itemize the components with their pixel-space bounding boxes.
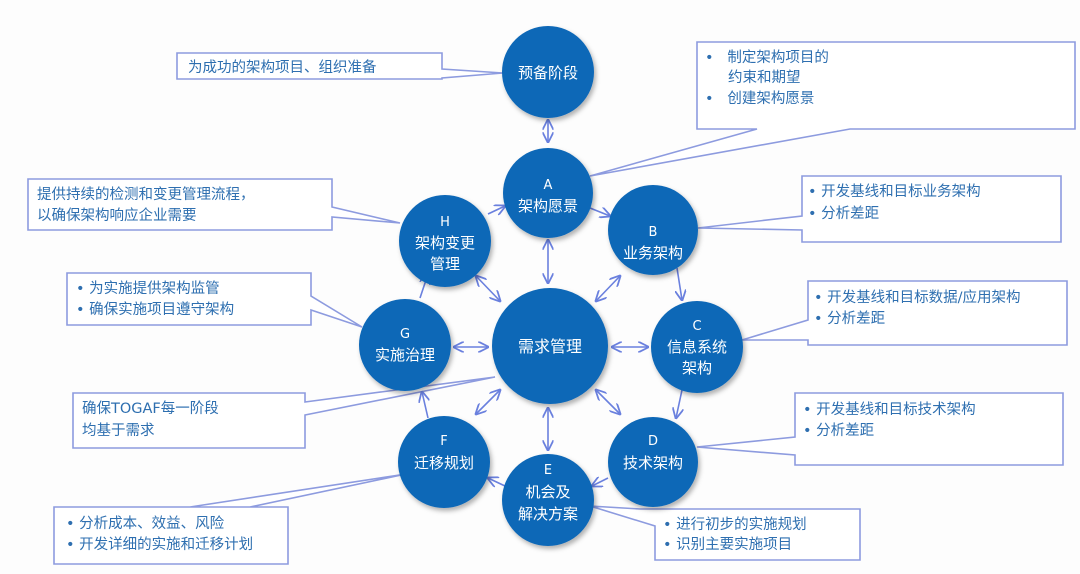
node-e: E 机会及 解决方案 — [502, 454, 594, 546]
callout-c: • 开发基线和目标数据/应用架构 • 分析差距 — [741, 280, 1068, 346]
node-d-letter: D — [648, 434, 658, 449]
node-h: H 架构变更 管理 — [399, 195, 491, 287]
node-g-label: 实施治理 — [375, 346, 435, 364]
callout-a-line: 约束和期望 — [705, 69, 801, 86]
node-e-letter: E — [544, 463, 552, 478]
callout-b-line: • 开发基线和目标业务架构 — [808, 183, 981, 200]
callout-center: 确保TOGAF每一阶段 均基于需求 — [72, 376, 496, 449]
arrow-a-b — [589, 208, 610, 216]
node-f: F 迁移规划 — [398, 416, 490, 508]
callout-d: • 开发基线和目标技术架构 • 分析差距 — [696, 392, 1064, 466]
node-b-label: 业务架构 — [623, 244, 683, 262]
callout-g: • 为实施提供架构监管 • 确保实施项目遵守架构 — [66, 272, 363, 328]
callout-g-line: • 为实施提供架构监管 — [76, 280, 220, 297]
callout-e-line: • 识别主要实施项目 — [663, 536, 792, 553]
node-center-label: 需求管理 — [518, 337, 582, 356]
node-h-label: 架构变更 — [415, 234, 475, 252]
callout-center-line: 确保TOGAF每一阶段 — [82, 400, 219, 417]
arrow-c-d — [676, 389, 682, 418]
arrow-b-c — [677, 267, 682, 300]
callouts: 为成功的架构项目、组织准备 • 制定架构项目的 约束和期望 • 创建架构愿景 •… — [27, 41, 1076, 565]
callout-e: • 进行初步的实施规划 • 识别主要实施项目 — [589, 505, 861, 561]
node-c-label: 信息系统 — [667, 338, 727, 356]
arrow-e-f — [488, 478, 506, 486]
callout-center-line: 均基于需求 — [82, 422, 155, 439]
arrow-h-a — [487, 206, 505, 214]
arrow-center-d — [596, 390, 620, 414]
node-c: C 信息系统 架构 — [651, 301, 743, 393]
node-f-letter: F — [440, 434, 447, 449]
node-prelim-label: 预备阶段 — [518, 64, 578, 82]
node-d-label: 技术架构 — [623, 454, 683, 472]
arrow-center-f — [476, 390, 500, 414]
callout-h-line: 提供持续的检测和变更管理流程， — [37, 186, 255, 203]
node-a: A 架构愿景 — [503, 148, 593, 238]
callout-c-line: • 分析差距 — [814, 310, 885, 327]
callout-f-line: • 开发详细的实施和迁移计划 — [66, 536, 253, 553]
node-e-label: 机会及 — [525, 483, 570, 501]
node-h-label: 管理 — [430, 255, 460, 273]
callout-h-line: 以确保架构响应企业需要 — [37, 206, 197, 224]
callout-g-line: • 确保实施项目遵守架构 — [76, 301, 234, 318]
arrow-f-g — [422, 392, 428, 419]
callout-b: • 开发基线和目标业务架构 • 分析差距 — [697, 175, 1062, 243]
node-b: B 业务架构 — [608, 185, 698, 275]
node-e-label: 解决方案 — [518, 505, 578, 523]
callout-f: • 分析成本、效益、风险 • 开发详细的实施和迁移计划 — [53, 473, 407, 565]
callout-h: 提供持续的检测和变更管理流程， 以确保架构响应企业需要 — [27, 178, 401, 231]
node-requirements-management: 需求管理 — [492, 288, 608, 404]
callout-a: • 制定架构项目的 约束和期望 • 创建架构愿景 — [589, 41, 1076, 177]
node-a-letter: A — [544, 178, 553, 193]
callout-c-line: • 开发基线和目标数据/应用架构 — [814, 288, 1021, 306]
arrow-center-b — [596, 276, 620, 301]
node-prelim: 预备阶段 — [502, 26, 594, 118]
callout-prelim: 为成功的架构项目、组织准备 — [176, 52, 504, 80]
node-g: G 实施治理 — [359, 299, 451, 391]
arrow-center-h — [476, 276, 500, 301]
callout-a-line: • 创建架构愿景 — [705, 90, 814, 107]
nodes: 预备阶段 A 架构愿景 B 业务架构 C 信息系统 架构 D 技术架构 E 机会… — [359, 26, 743, 546]
callout-f-line: • 分析成本、效益、风险 — [66, 515, 225, 532]
callout-a-line: • 制定架构项目的 — [705, 49, 829, 66]
callout-b-line: • 分析差距 — [808, 205, 879, 222]
node-a-label: 架构愿景 — [518, 197, 578, 215]
node-b-letter: B — [649, 225, 658, 240]
node-h-letter: H — [440, 215, 450, 230]
callout-prelim-line: 为成功的架构项目、组织准备 — [188, 59, 377, 76]
node-f-label: 迁移规划 — [414, 454, 474, 472]
node-g-letter: G — [400, 327, 410, 342]
callout-d-line: • 分析差距 — [803, 422, 874, 439]
arrow-d-e — [592, 478, 609, 486]
node-c-label: 架构 — [682, 359, 712, 377]
node-d: D 技术架构 — [608, 417, 698, 507]
callout-e-line: • 进行初步的实施规划 — [663, 516, 807, 533]
callout-d-line: • 开发基线和目标技术架构 — [803, 401, 976, 418]
node-c-letter: C — [692, 319, 701, 334]
arrows — [420, 120, 682, 486]
